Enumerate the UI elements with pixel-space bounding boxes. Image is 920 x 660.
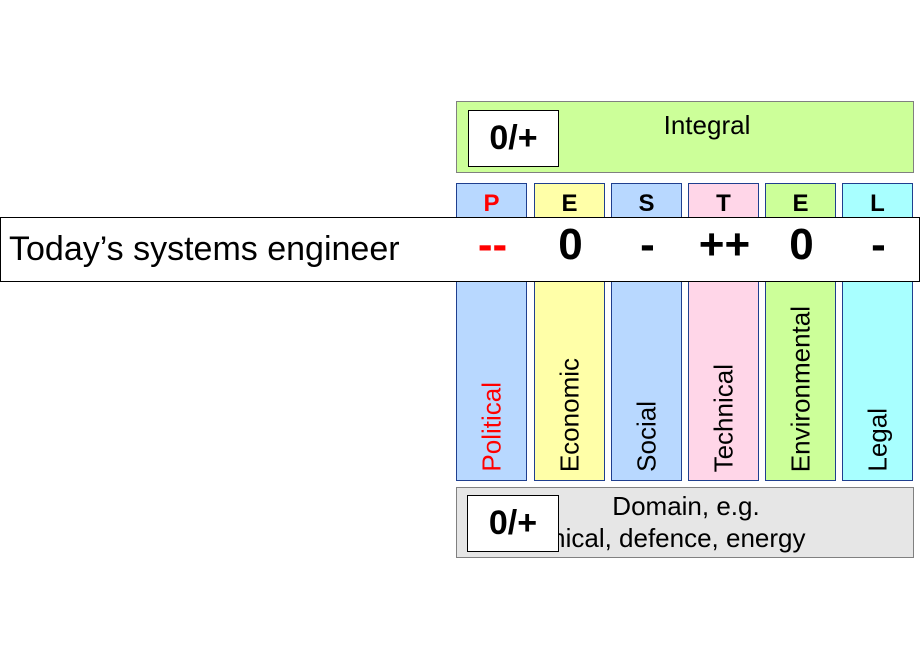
column-letter: E — [792, 190, 809, 217]
column-label: Legal — [862, 408, 892, 472]
domain-box: Domain, e.g. chemical, defence, energy 0… — [456, 487, 914, 558]
column-letter: T — [716, 190, 731, 217]
column-label: Economic — [554, 357, 584, 472]
integral-title: Integral — [663, 110, 751, 140]
column-label: Technical — [708, 363, 738, 472]
score-social: - — [640, 220, 655, 269]
column-label: Social — [631, 401, 661, 472]
engineer-banner: Today’s systems engineer -- 0 - ++ 0 - — [0, 217, 920, 282]
score-environmental: 0 — [789, 220, 814, 269]
domain-score: 0/+ — [467, 495, 559, 552]
column-letter: L — [870, 190, 885, 217]
integral-score: 0/+ — [468, 110, 559, 167]
score-economic: 0 — [558, 220, 583, 269]
score-political: -- — [477, 220, 508, 269]
column-label: Political — [476, 382, 506, 472]
column-letter: S — [638, 190, 655, 217]
engineer-label: Today’s systems engineer — [9, 230, 400, 268]
column-letter: E — [561, 190, 578, 217]
score-technical: ++ — [698, 220, 751, 269]
column-letter: P — [483, 190, 500, 217]
domain-title: Domain, e.g. — [612, 491, 760, 521]
integral-box: Integral 0/+ — [456, 101, 914, 173]
column-label: Environmental — [785, 305, 815, 472]
score-legal: - — [871, 220, 886, 269]
